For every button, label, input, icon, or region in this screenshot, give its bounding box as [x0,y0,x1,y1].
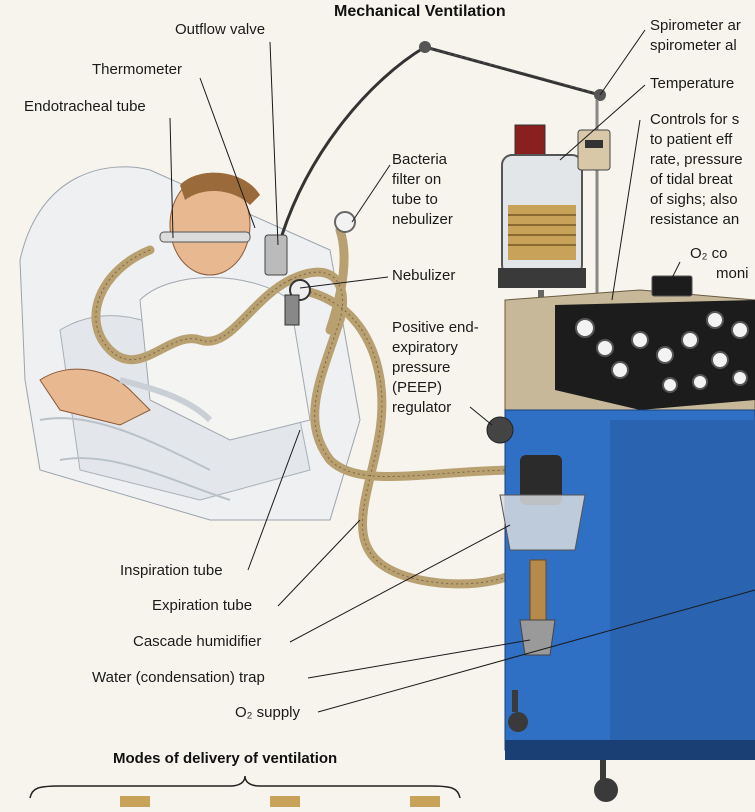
mode-thumbnails [120,796,440,807]
patient [39,172,311,441]
ventilator-cabinet [504,275,755,760]
humidifier [486,416,586,656]
wheels [508,690,618,802]
label-o2-supply: O₂ supply [235,704,301,721]
label-line: Spirometer ar [650,17,741,34]
label-endotracheal-tube: Endotracheal tube [24,98,146,115]
label-peep-regulator: Positive end- expiratory pressure (PEEP)… [392,318,479,418]
label-line: expiratory [392,339,458,356]
label-inspiration-tube: Inspiration tube [120,562,223,579]
label-line: moni [716,265,749,282]
label-line: rate, pressure [650,151,743,168]
label-water-trap: Water (condensation) trap [92,669,265,686]
tubing-rings [95,249,531,585]
label-spirometer: Spirometer ar spirometer al [650,16,755,58]
label-line: to patient eff [650,131,733,148]
label-line: Bacteria [392,151,448,168]
leader-lines [169,29,755,713]
label-line: Controls for s [650,111,740,128]
label-nebulizer: Nebulizer [392,267,456,284]
label-line: (PEEP) [392,379,443,396]
label-line: nebulizer [392,211,453,228]
label-line: pressure [392,359,451,376]
label-line: resistance an [650,211,740,228]
label-o2-monitor: O₂ co moni [690,244,755,286]
control-knobs [575,311,749,393]
label-line: of tidal breat [650,171,733,188]
label-cascade-humidifier: Cascade humidifier [133,633,262,650]
label-bacteria-filter: Bacteria filter on tube to nebulizer [392,150,453,230]
label-expiration-tube: Expiration tube [152,597,253,614]
label-line: O₂ co [690,245,728,262]
label-line: spirometer al [650,37,737,54]
airway-hardware [159,211,356,326]
label-line: tube to [392,191,438,208]
label-line: of sighs; also [650,191,738,208]
label-outflow-valve: Outflow valve [175,21,266,38]
main-title: Mechanical Ventilation [334,3,506,20]
modes-brace [29,775,461,799]
label-line: filter on [392,171,442,188]
label-thermometer: Thermometer [92,61,183,78]
label-controls: Controls for s to patient eff rate, pres… [650,110,755,232]
modes-heading: Modes of delivery of ventilation [113,750,338,767]
label-temperature: Temperature [650,75,735,92]
label-line: Positive end- [392,319,479,336]
label-line: regulator [392,399,452,416]
